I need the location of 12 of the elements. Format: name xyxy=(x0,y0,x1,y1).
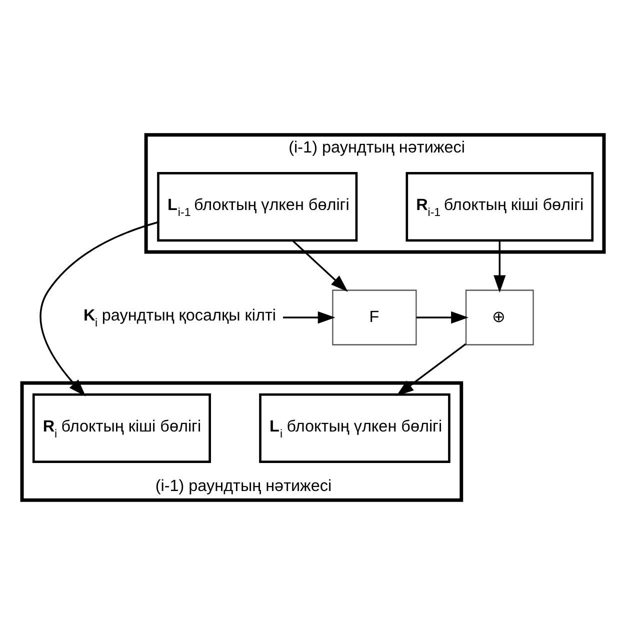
arrow xyxy=(282,310,336,324)
node-box: R$_{i-1}$ блоктың кіші бөлігі xyxy=(406,172,594,242)
arrow xyxy=(416,310,468,324)
node-box: L$_{i-1}$ блоктың үлкен бөлігі xyxy=(157,172,358,242)
node-box: ⊕ xyxy=(465,289,534,345)
arrow xyxy=(494,240,506,292)
arrow xyxy=(396,342,466,396)
node-box: F xyxy=(332,289,417,345)
node-box: R$_{i}$ блоктың кіші бөлігі xyxy=(32,392,211,462)
node-box: L$_{i}$ блоктың үлкен бөлігі xyxy=(259,392,450,462)
node-text: K$_{i}$ раундтың қосалқы кілті xyxy=(83,306,276,330)
arrow xyxy=(292,239,348,292)
